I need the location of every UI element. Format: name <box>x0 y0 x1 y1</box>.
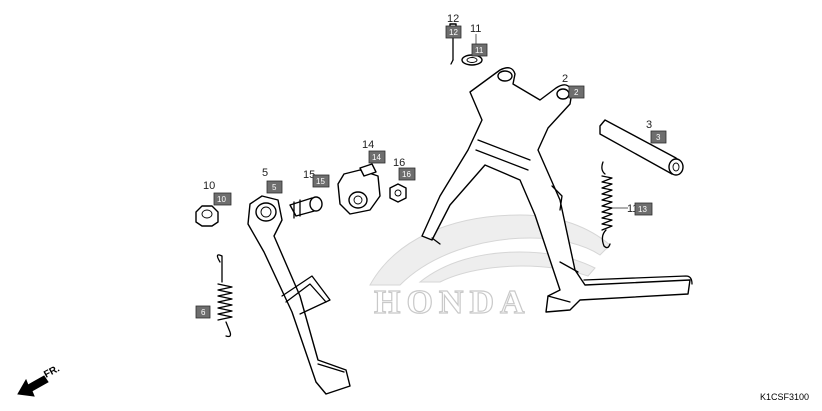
honda-wordmark: HONDA <box>374 284 531 321</box>
callout-11: 11 11 <box>470 23 488 57</box>
callout-badge-number: 13 <box>638 205 647 214</box>
callout-13: 11 13 <box>612 202 653 216</box>
callout-number: 5 <box>262 167 268 179</box>
front-direction-arrow: FR. <box>17 363 62 397</box>
main-stand-spring-part <box>601 161 613 249</box>
callout-badge <box>368 150 386 164</box>
callout-badge <box>312 174 330 188</box>
side-stand-switch-assembly <box>289 163 407 219</box>
callout-6: 6 <box>195 305 211 319</box>
callout-badge-number: 3 <box>656 133 661 142</box>
callout-12: 12 12 <box>445 13 462 39</box>
callout-badge-number: 15 <box>316 177 325 186</box>
callout-number: 3 <box>646 119 652 131</box>
callout-2: 2 2 <box>562 73 585 99</box>
callout-badge <box>650 130 667 144</box>
stand-shaft-part <box>599 119 684 176</box>
callout-16: 16 16 <box>393 157 416 181</box>
washer-part <box>461 54 483 66</box>
callout-badge <box>266 180 283 194</box>
callout-badge-number: 11 <box>475 46 484 55</box>
side-stand-part <box>247 195 351 395</box>
callout-number: 11 <box>627 203 638 215</box>
callout-badge <box>195 305 211 319</box>
callout-5: 5 5 <box>262 167 283 194</box>
callout-badge <box>445 25 462 39</box>
diagram-code: K1CSF3100 <box>760 392 809 402</box>
callout-badge <box>634 202 653 216</box>
callout-number: 10 <box>203 180 215 192</box>
callout-3: 3 3 <box>646 119 667 144</box>
callout-number: 16 <box>393 157 405 169</box>
callout-badge-number: 5 <box>272 183 277 192</box>
callout-badge-number: 14 <box>372 153 381 162</box>
callout-number: 11 <box>470 23 481 35</box>
callout-15: 15 15 <box>303 169 330 188</box>
callout-badge-number: 2 <box>574 88 579 97</box>
callout-badge <box>213 192 232 206</box>
callout-10: 10 10 <box>203 180 232 206</box>
direction-label: FR. <box>42 363 62 380</box>
callout-number: 12 <box>447 13 459 25</box>
main-stand-part <box>421 67 693 313</box>
arrow-icon <box>17 375 49 397</box>
callout-badge-number: 6 <box>201 308 206 317</box>
callout-badge-number: 10 <box>217 195 226 204</box>
nut-part <box>195 205 219 227</box>
side-stand-spring-part <box>216 254 233 338</box>
callout-number: 15 <box>303 169 315 181</box>
callout-number: 2 <box>562 73 568 85</box>
callout-badge-number: 12 <box>449 28 458 37</box>
callout-number: 14 <box>362 139 374 151</box>
callout-badge <box>568 85 585 99</box>
callout-14: 14 14 <box>362 139 386 164</box>
callout-badge <box>471 43 488 57</box>
callout-badge-number: 16 <box>402 170 411 179</box>
callout-badge <box>398 167 416 181</box>
